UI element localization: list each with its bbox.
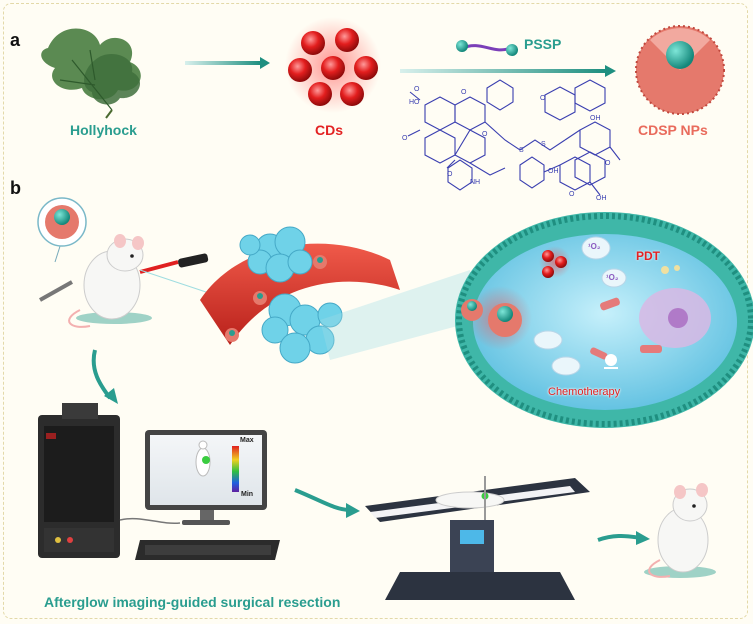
cdsp-nps-label: CDSP NPs bbox=[638, 122, 708, 138]
svg-text:OH: OH bbox=[596, 195, 607, 202]
cds-label: CDs bbox=[315, 122, 344, 138]
svg-text:OH: OH bbox=[548, 168, 559, 175]
panel-a-letter: a bbox=[10, 30, 21, 50]
singlet-oxygen-label-1: ¹O₂ bbox=[588, 242, 601, 251]
scale-min-label: Min bbox=[241, 491, 254, 498]
laser-device-icon bbox=[178, 253, 209, 268]
svg-text:NH: NH bbox=[470, 179, 480, 186]
singlet-oxygen-label-2: ¹O₂ bbox=[606, 273, 619, 282]
svg-text:O: O bbox=[447, 171, 453, 178]
arrow-hollyhock-to-cds bbox=[185, 61, 260, 65]
cdsp-nanoparticle bbox=[635, 25, 725, 115]
recovered-mouse bbox=[644, 483, 716, 578]
pdt-label: PDT bbox=[636, 249, 660, 263]
pssp-molecule-icon bbox=[456, 40, 518, 56]
computer-monitor bbox=[145, 430, 267, 525]
arrow-bed-to-mouse bbox=[597, 533, 641, 542]
nanoparticle-zoom-bubble bbox=[37, 197, 87, 263]
svg-text:O: O bbox=[461, 89, 467, 96]
workflow-caption: Afterglow imaging-guided surgical resect… bbox=[44, 594, 341, 610]
imaging-system bbox=[38, 403, 120, 558]
svg-text:O: O bbox=[414, 86, 420, 93]
svg-text:O: O bbox=[402, 135, 408, 142]
svg-text:S: S bbox=[541, 141, 546, 148]
chemotherapy-label: Chemotherapy bbox=[548, 386, 621, 398]
svg-text:O: O bbox=[569, 191, 575, 198]
svg-text:OH: OH bbox=[590, 115, 601, 122]
pssp-label: PSSP bbox=[524, 36, 562, 52]
keyboard bbox=[135, 540, 280, 560]
svg-text:O: O bbox=[540, 95, 546, 102]
arrow-monitor-to-bed bbox=[294, 488, 351, 512]
svg-text:HO: HO bbox=[409, 99, 420, 106]
arrow-cds-to-nps bbox=[400, 69, 605, 73]
pssp-chemical-structure bbox=[407, 79, 621, 196]
arrow-mouse-to-imager bbox=[91, 349, 112, 400]
svg-text:O: O bbox=[482, 131, 488, 138]
surgical-bed bbox=[365, 476, 590, 600]
scale-max-label: Max bbox=[240, 437, 254, 444]
zoom-projection-right bbox=[320, 270, 480, 360]
carbon-dots-cluster bbox=[285, 17, 381, 113]
syringe-icon bbox=[39, 280, 73, 302]
tumor-cluster bbox=[239, 226, 343, 364]
svg-text:O: O bbox=[605, 160, 611, 167]
molecule-atom-labels: O O O O O O OH NH OH S S O OH HO O bbox=[402, 86, 611, 202]
hollyhock-label: Hollyhock bbox=[70, 122, 137, 138]
tumor-cell bbox=[455, 212, 753, 428]
panel-b-letter: b bbox=[10, 178, 21, 198]
hollyhock-leaves bbox=[41, 28, 141, 119]
mouse-with-laser bbox=[68, 234, 179, 328]
svg-text:S: S bbox=[519, 147, 524, 154]
